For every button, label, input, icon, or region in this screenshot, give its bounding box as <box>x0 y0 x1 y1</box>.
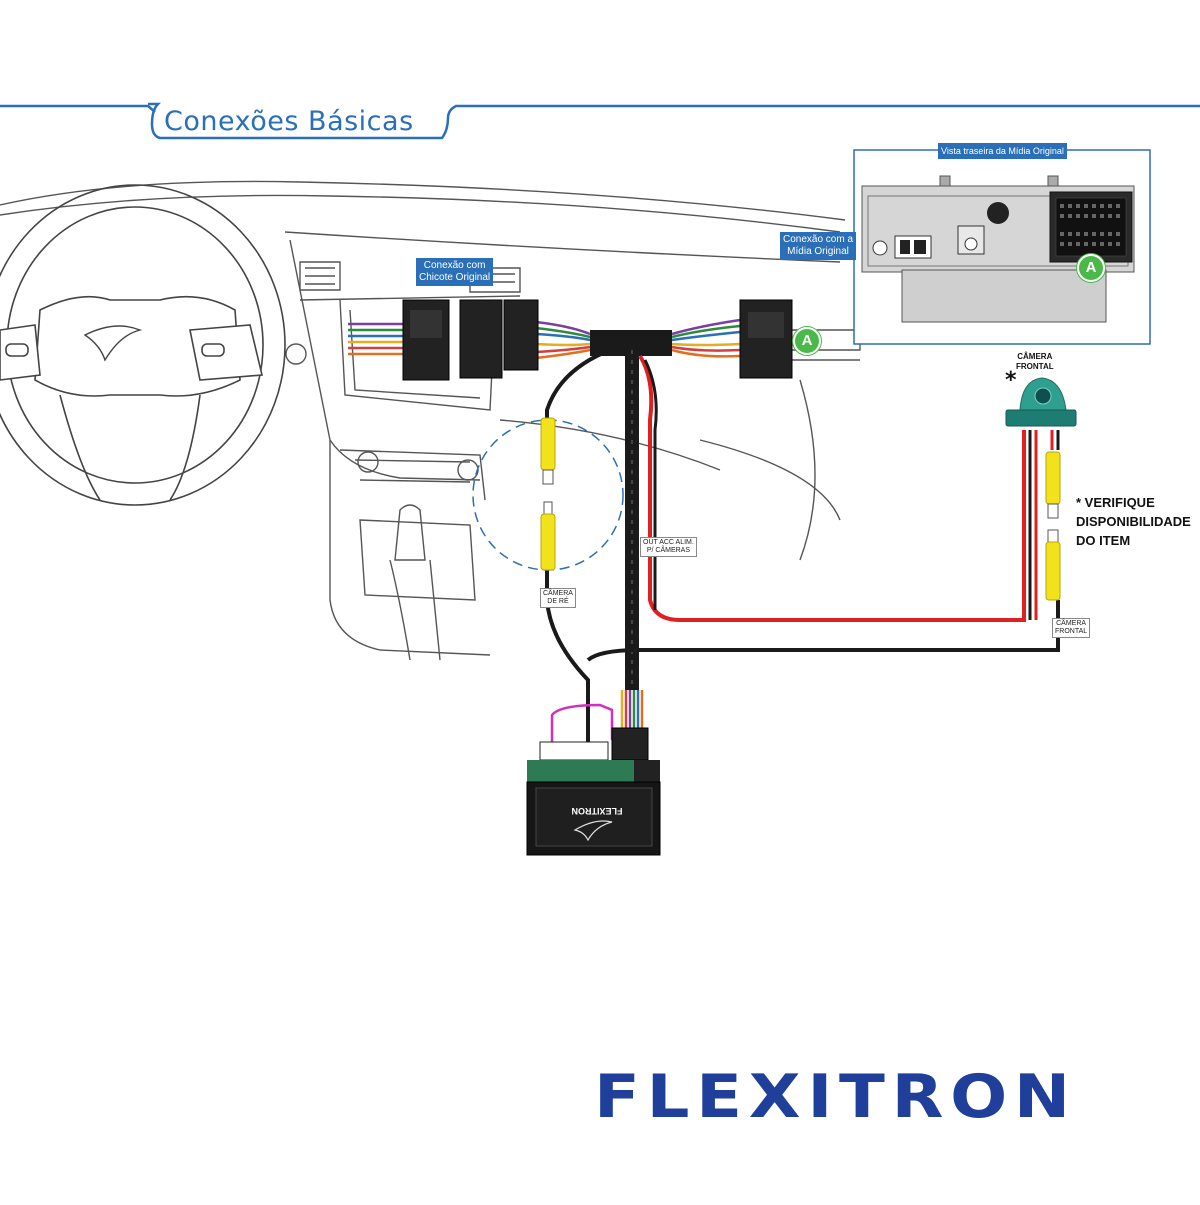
trunk-cable <box>545 348 1060 745</box>
rear-view-panel <box>853 149 1151 345</box>
media-connection-label: Conexão com a Mídia Original <box>780 232 857 260</box>
harness-connectors <box>402 299 793 381</box>
flexitron-module <box>526 727 661 856</box>
out-acc-label: OUT ACC ALIM. P/ CÂMERAS <box>640 537 697 557</box>
rear-view-label: Vista traseira da Mídia Original <box>938 143 1067 159</box>
module-logo: FLEXITRON <box>571 806 623 816</box>
brand-logo: FLEXITRON <box>594 1062 1077 1132</box>
harness-connection-label: Conexão com Chicote Original <box>416 258 494 286</box>
connector-badge-dash: A <box>793 327 821 355</box>
front-camera-asterisk: * <box>1005 368 1017 393</box>
camera-frontal-label: CÂMERA FRONTAL <box>1052 618 1091 638</box>
connector-badge-media: A <box>1077 254 1105 282</box>
front-camera <box>1005 377 1077 601</box>
harness-wires <box>348 318 741 360</box>
steering-wheel <box>0 184 286 506</box>
camera-re-label: CÂMERA DE RÉ <box>540 588 576 608</box>
rear-camera-rca <box>540 417 556 571</box>
dashboard-drawing <box>0 180 861 661</box>
header-frame: Conexões Básicas <box>0 102 1200 140</box>
verify-note: * VERIFIQUE DISPONIBILIDADE DO ITEM <box>1076 495 1191 548</box>
page-title: Conexões Básicas <box>164 106 414 137</box>
front-camera-title: CÂMERA FRONTAL <box>1016 352 1054 371</box>
module-wires <box>550 690 644 745</box>
